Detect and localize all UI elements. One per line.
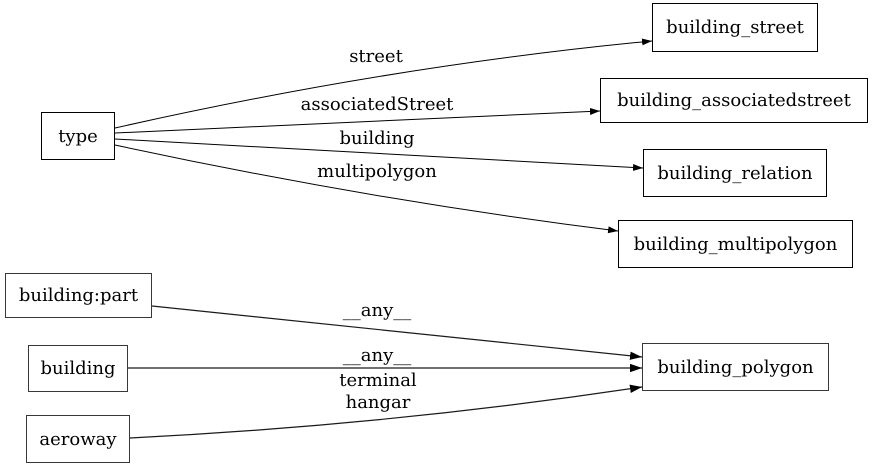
edge-label-associatedstreet: associatedStreet <box>300 94 454 115</box>
edge-aeroway-building-polygon <box>129 384 643 439</box>
node-building-relation-label: building_relation <box>657 162 813 184</box>
node-type-label: type <box>58 125 98 147</box>
node-building-relation: building_relation <box>643 149 827 197</box>
edge-label-multipolygon: multipolygon <box>317 161 437 182</box>
edge-type-building-relation <box>114 138 644 171</box>
edge-label-any-building: __any__ <box>342 345 412 366</box>
node-building-street: building_street <box>652 3 818 52</box>
node-building-polygon-label: building_polygon <box>657 356 814 378</box>
node-building-street-label: building_street <box>666 17 804 38</box>
node-building-part-label: building:part <box>18 285 139 306</box>
node-building-label: building <box>40 358 116 379</box>
node-building-multipolygon-label: building_multipolygon <box>633 233 838 255</box>
edge-label-building: building <box>339 128 415 149</box>
edge-label-terminal-hangar: terminal hangar <box>339 370 417 413</box>
node-building-associatedstreet: building_associatedstreet <box>600 78 868 123</box>
node-building-polygon: building_polygon <box>642 343 829 391</box>
node-building: building <box>28 345 128 392</box>
node-building-associatedstreet-label: building_associatedstreet <box>617 90 851 111</box>
node-building-part: building:part <box>5 273 152 318</box>
edge-type-building-multipolygon <box>114 144 619 234</box>
node-building-multipolygon: building_multipolygon <box>618 220 853 268</box>
node-aeroway: aeroway <box>26 415 130 463</box>
edge-type-building-street <box>114 38 653 129</box>
edge-label-street: street <box>349 46 403 67</box>
edge-buildingpart-building-polygon <box>151 305 643 360</box>
edge-type-building-associatedstreet <box>114 107 601 134</box>
edge-label-any-buildingpart: __any__ <box>342 300 412 321</box>
node-type: type <box>41 112 115 160</box>
node-aeroway-label: aeroway <box>39 428 117 450</box>
